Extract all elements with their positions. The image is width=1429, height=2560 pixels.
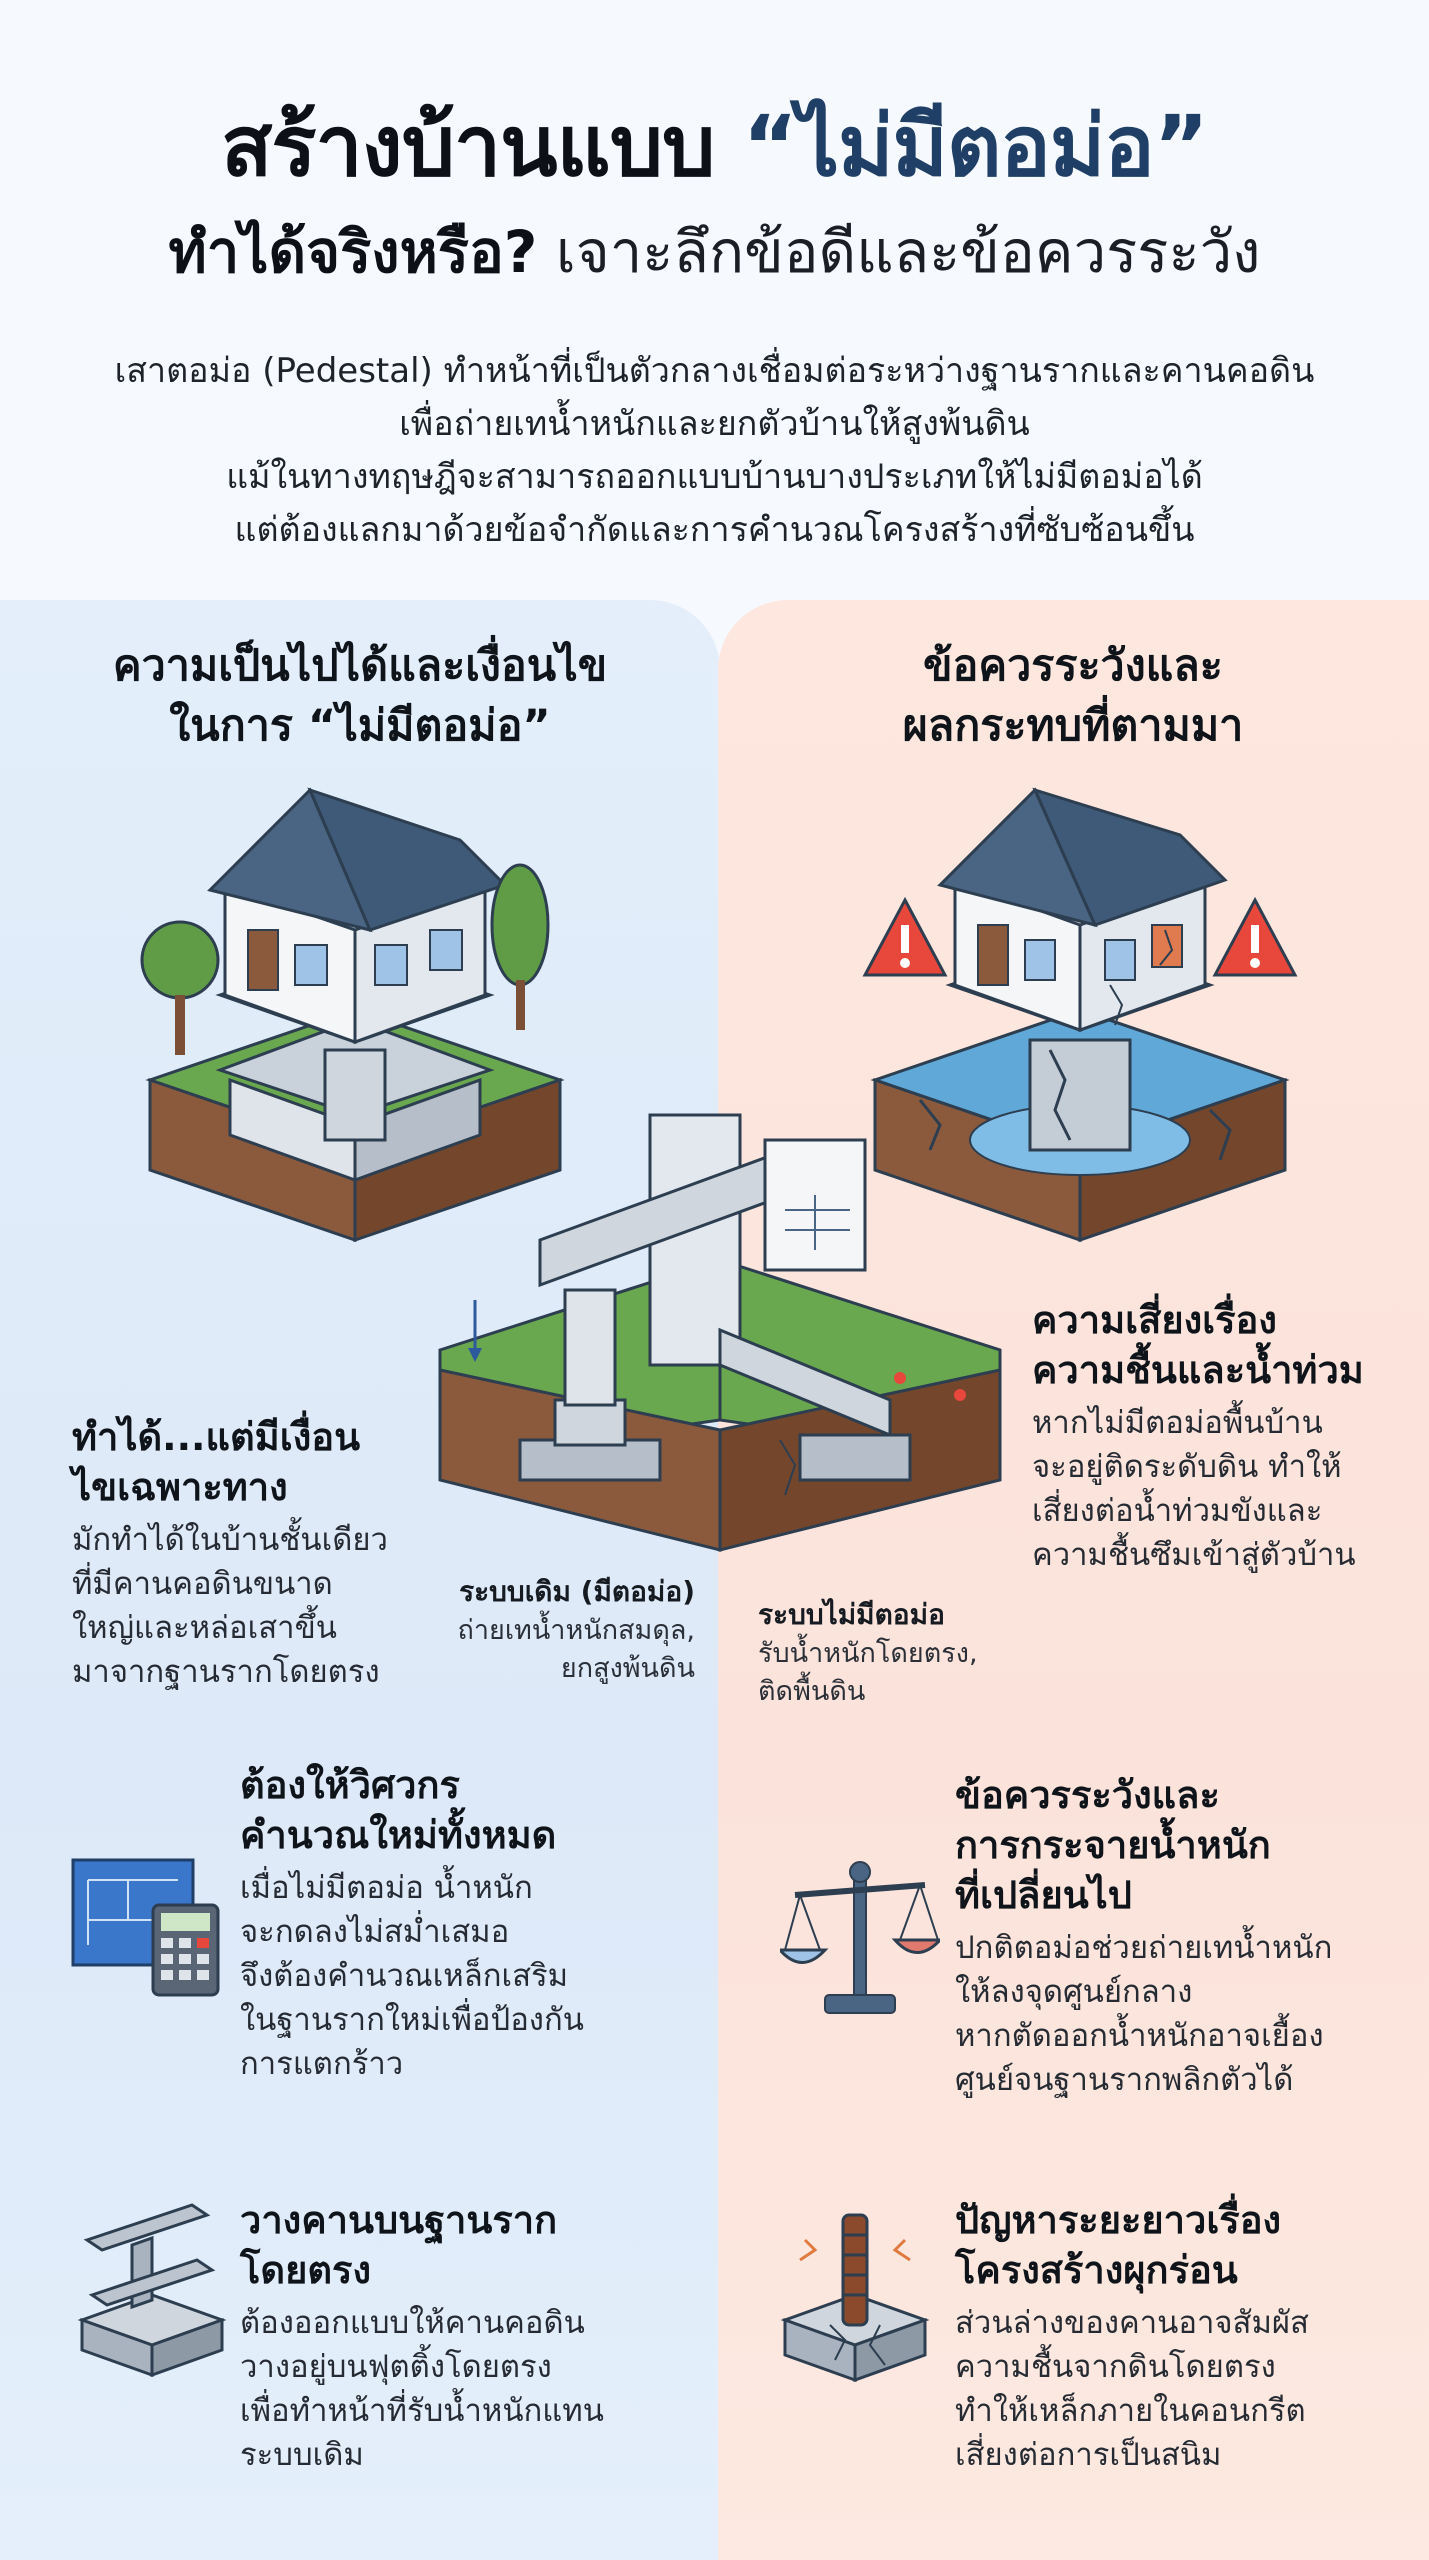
house-on-pedestal-illustration (140, 787, 565, 1243)
rusted-rebar-icon (780, 2213, 930, 2383)
no-pedestal-system-caption: ระบบไม่มีตอม่อ รับน้ำหนักโดยตรง, ติดพื้น… (758, 1598, 978, 1707)
blueprint-calculator-icon (71, 1858, 220, 1997)
left-column-heading: ความเป็นไปได้และเงื่อนไข ในการ “ไม่มีตอม… (112, 641, 608, 751)
section-engineer-recalc: ต้องให้วิศวกร คำนวณใหม่ทั้งหมด เมื่อไม่ม… (240, 1763, 584, 2082)
traditional-system-caption: ระบบเดิม (มีตอม่อ) ถ่ายเทน้ำหนักสมดุล, ย… (457, 1575, 695, 1684)
page-subtitle: ทำได้จริงหรือ? เจาะลึกข้อดีและข้อควรระวั… (168, 218, 1261, 286)
warning-icon (862, 896, 948, 977)
foundation-comparison-diagram (438, 1113, 1002, 1552)
right-column-heading: ข้อควรระวังและ ผลกระทบที่ตามมา (902, 641, 1244, 751)
section-beam-on-footing: วางคานบนฐานราก โดยตรง ต้องออกแบบให้คานคอ… (240, 2198, 604, 2473)
flooded-cracked-house-illustration (862, 787, 1298, 1243)
section-corrosion: ปัญหาระยะยาวเรื่อง โครงสร้างผุกร่อน ส่วน… (955, 2198, 1309, 2473)
warning-icon (1212, 896, 1298, 977)
section-load-distribution: ข้อควรระวังและ การกระจายน้ำหนัก ที่เปลี่… (955, 1773, 1333, 2098)
section-flood-risk: ความเสี่ยงเรื่อง ความชื้นและน้ำท่วม หากไ… (1032, 1298, 1364, 1573)
title-accent: “ไม่มีตอม่อ” (742, 97, 1209, 195)
balance-scale-icon (780, 1861, 940, 2014)
i-beam-footing-icon (77, 2203, 227, 2378)
section-conditional: ทำได้...แต่มีเงื่อน ไขเฉพาะทาง มักทำได้ใ… (72, 1415, 388, 1690)
page-title: สร้างบ้านแบบ “ไม่มีตอม่อ” (221, 97, 1209, 195)
intro-paragraph: เสาตอม่อ (Pedestal) ทำหน้าที่เป็นตัวกลาง… (114, 351, 1315, 550)
